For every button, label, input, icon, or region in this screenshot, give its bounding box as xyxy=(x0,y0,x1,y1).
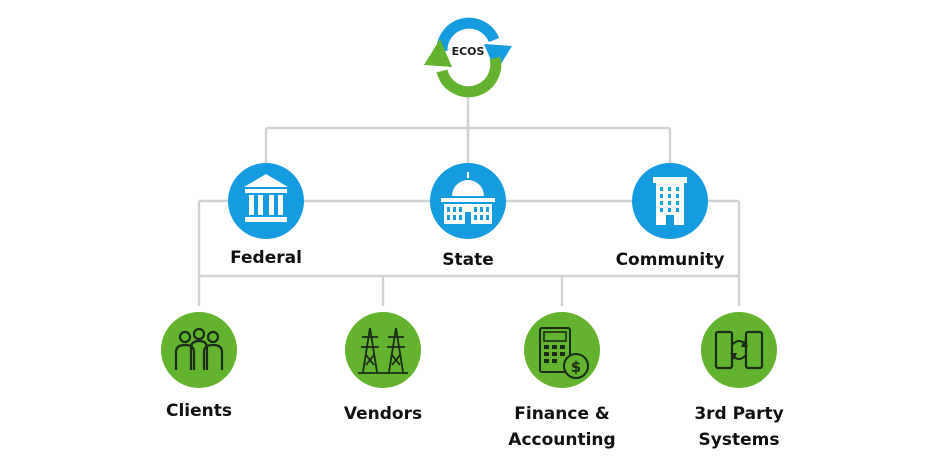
node-federal: Federal xyxy=(228,163,304,268)
label-vendors: Vendors xyxy=(344,404,422,424)
label-state: State xyxy=(442,250,494,270)
capitol-dome-icon xyxy=(441,172,495,224)
finance-circle xyxy=(524,312,600,388)
label-federal: Federal xyxy=(230,248,302,268)
power-tower-icon xyxy=(358,327,408,374)
node-clients: Clients xyxy=(161,312,237,421)
ecos-logo: ECOS xyxy=(424,17,512,98)
svg-text:$: $ xyxy=(571,358,581,376)
node-finance: $ Finance & Accounting xyxy=(508,312,616,450)
logo-text: ECOS xyxy=(452,45,485,58)
node-state: State xyxy=(430,163,506,270)
label-finance-line2: Accounting xyxy=(508,430,615,450)
office-tower-icon xyxy=(653,177,687,225)
label-community: Community xyxy=(616,250,725,270)
people-group-icon xyxy=(174,327,224,370)
label-third-party-line2: Systems xyxy=(699,430,780,450)
recycle-arrows-icon xyxy=(424,17,512,98)
node-vendors: Vendors xyxy=(344,312,422,424)
label-third-party-line1: 3rd Party xyxy=(694,404,783,424)
sync-devices-icon xyxy=(714,330,764,370)
node-community: Community xyxy=(616,163,725,270)
calculator-dollar-icon: $ xyxy=(539,327,589,379)
clients-circle xyxy=(161,312,237,388)
federal-building-icon xyxy=(244,174,288,222)
label-clients: Clients xyxy=(166,401,232,421)
third-party-circle xyxy=(701,312,777,388)
label-finance-line1: Finance & xyxy=(514,404,610,424)
node-third-party: 3rd Party Systems xyxy=(694,312,784,450)
vendors-circle xyxy=(345,312,421,388)
